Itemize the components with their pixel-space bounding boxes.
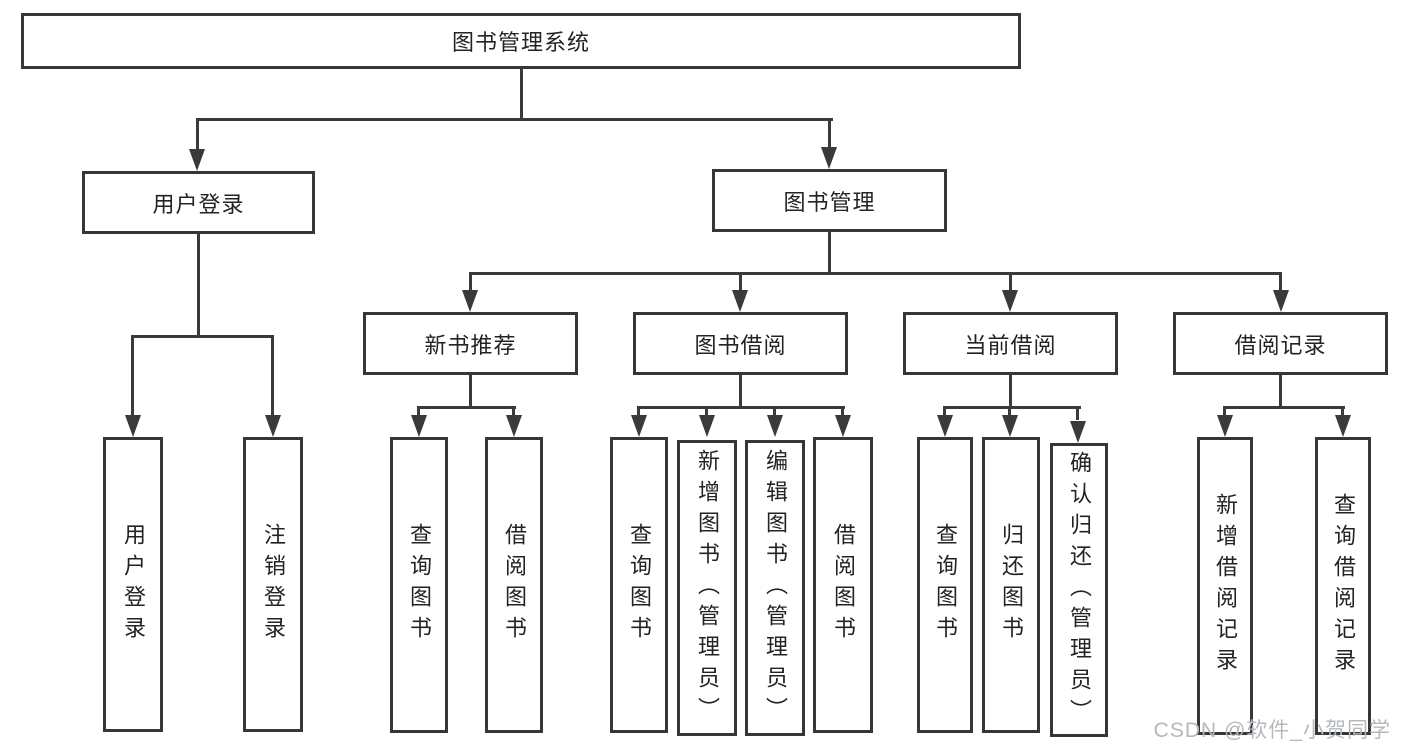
arrowhead-down — [1070, 421, 1086, 443]
connector-leaf-stem — [1076, 406, 1079, 420]
node-label: 借阅记录 — [1234, 332, 1327, 358]
connector-book-mgmt-branch — [469, 272, 1282, 275]
leaf-label: 借阅图书 — [831, 523, 856, 647]
leaf-borrow-books: 借阅图书 — [813, 437, 873, 733]
leaf-add-borrow-record: 新增借阅记录 — [1197, 437, 1253, 735]
arrowhead-down — [631, 415, 647, 437]
arrowhead-down — [767, 415, 783, 437]
leaf-label: 查询图书 — [933, 523, 958, 647]
node-label: 图书管理系统 — [451, 30, 590, 55]
leaf-label: 新增借阅记录 — [1213, 493, 1238, 679]
node-label: 当前借阅 — [964, 332, 1057, 358]
arrowhead-down — [835, 415, 851, 437]
csdn-watermark: CSDN @软件_小贺同学 — [1153, 719, 1391, 742]
node-user-login: 用户登录 — [82, 171, 315, 234]
leaf-label: 编辑图书（管理员） — [763, 448, 788, 728]
connector-leaf-stem — [637, 406, 640, 418]
connector-leaf-stem — [417, 406, 420, 418]
connector-user-login-branch — [131, 335, 274, 338]
connector-leaf-stem — [271, 335, 274, 417]
arrowhead-down — [411, 415, 427, 437]
connector-group-stem — [1009, 375, 1012, 406]
leaf-label: 新增图书（管理员） — [695, 448, 720, 728]
arrowhead-down — [821, 147, 837, 169]
leaf-label: 用户登录 — [121, 522, 146, 647]
leaf-query-books-current: 查询图书 — [917, 437, 973, 733]
arrowhead-down — [189, 149, 205, 171]
connector-leaf-stem — [1008, 406, 1011, 418]
connector-group-stem — [469, 375, 472, 406]
leaf-label: 查询图书 — [407, 523, 432, 647]
leaf-query-borrow-record: 查询借阅记录 — [1315, 437, 1371, 735]
connector-leaf-stem — [1223, 406, 1226, 418]
leaf-confirm-return-admin: 确认归还（管理员） — [1050, 443, 1108, 737]
connector-group-branch — [417, 406, 516, 409]
connector-l3-stem — [739, 272, 742, 292]
leaf-edit-book-admin: 编辑图书（管理员） — [745, 440, 805, 736]
leaf-label: 借阅图书 — [502, 523, 527, 647]
node-label: 用户登录 — [152, 191, 245, 217]
leaf-label: 查询借阅记录 — [1331, 493, 1356, 679]
connector-leaf-stem — [943, 406, 946, 418]
arrowhead-down — [265, 415, 281, 437]
leaf-label: 查询图书 — [627, 523, 652, 647]
leaf-borrow-books-recommend: 借阅图书 — [485, 437, 543, 733]
connector-root-branch — [196, 118, 833, 121]
node-new-book-recommendation: 新书推荐 — [363, 312, 578, 375]
node-library-management-system: 图书管理系统 — [21, 13, 1021, 69]
node-book-management: 图书管理 — [712, 169, 947, 232]
node-borrowing-records: 借阅记录 — [1173, 312, 1388, 375]
node-label: 新书推荐 — [424, 332, 517, 358]
leaf-query-books-borrowing: 查询图书 — [610, 437, 668, 733]
arrowhead-down — [1002, 290, 1018, 312]
arrowhead-down — [462, 290, 478, 312]
connector-user-login-stem — [196, 118, 199, 151]
arrowhead-down — [699, 415, 715, 437]
arrowhead-down — [125, 415, 141, 437]
connector-book-mgmt-down — [828, 232, 831, 272]
leaf-label: 确认归还（管理员） — [1067, 450, 1092, 730]
arrowhead-down — [1217, 415, 1233, 437]
arrowhead-down — [1273, 290, 1289, 312]
arrowhead-down — [506, 415, 522, 437]
connector-leaf-stem — [773, 406, 776, 418]
node-label: 图书借阅 — [694, 332, 787, 358]
connector-l3-stem — [1279, 272, 1282, 292]
connector-book-mgmt-stem — [828, 118, 831, 149]
arrowhead-down — [1002, 415, 1018, 437]
node-label: 图书管理 — [783, 189, 876, 215]
connector-l3-stem — [469, 272, 472, 292]
leaf-return-book: 归还图书 — [982, 437, 1040, 733]
arrowhead-down — [937, 415, 953, 437]
connector-root-stem — [520, 69, 523, 118]
connector-leaf-stem — [1341, 406, 1344, 418]
connector-leaf-stem — [512, 406, 515, 418]
leaf-query-books-recommend: 查询图书 — [390, 437, 448, 733]
leaf-logout: 注销登录 — [243, 437, 303, 732]
node-current-borrowing: 当前借阅 — [903, 312, 1118, 375]
connector-group-stem — [739, 375, 742, 406]
connector-leaf-stem — [705, 406, 708, 418]
leaf-label: 注销登录 — [261, 522, 286, 647]
leaf-label: 归还图书 — [999, 523, 1024, 647]
connector-l3-stem — [1009, 272, 1012, 292]
connector-leaf-stem — [841, 406, 844, 418]
arrowhead-down — [1335, 415, 1351, 437]
leaf-add-book-admin: 新增图书（管理员） — [677, 440, 737, 736]
arrowhead-down — [732, 290, 748, 312]
connector-group-stem — [1279, 375, 1282, 406]
connector-group-branch — [637, 406, 845, 409]
connector-user-login-down — [197, 234, 200, 335]
connector-group-branch — [943, 406, 1081, 409]
connector-leaf-stem — [131, 335, 134, 417]
connector-group-branch — [1223, 406, 1345, 409]
node-book-borrowing: 图书借阅 — [633, 312, 848, 375]
leaf-user-login: 用户登录 — [103, 437, 163, 732]
